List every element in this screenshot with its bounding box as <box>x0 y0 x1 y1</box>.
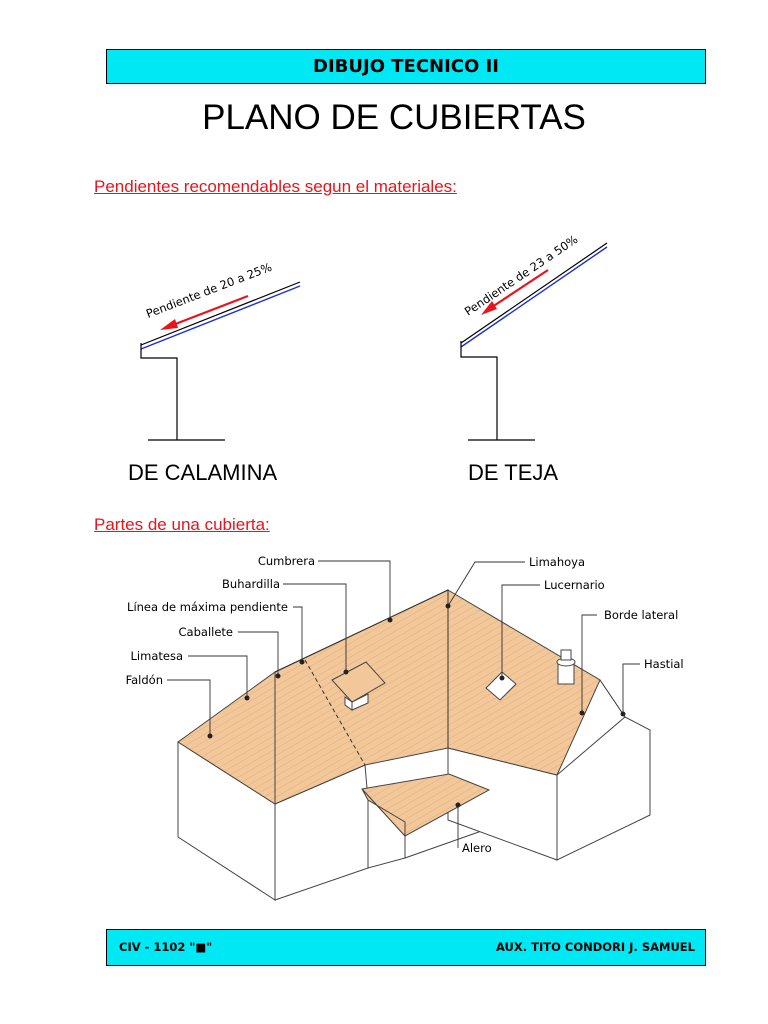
roof-lines <box>274 589 626 766</box>
dormer <box>331 661 386 711</box>
label-limahoya: Limahoya <box>529 555 585 569</box>
label-lucernario: Lucernario <box>544 578 605 592</box>
callout-leaders <box>167 560 640 848</box>
label-alero: Alero <box>462 841 492 855</box>
roof-right-wing <box>447 589 601 776</box>
section-heading-parts: Partes de una cubierta: <box>94 515 270 534</box>
label-caballete: Caballete <box>179 625 233 639</box>
porch-roof <box>361 773 491 838</box>
callout-dots <box>207 603 626 808</box>
course-banner: DIBUJO TECNICO II <box>106 49 706 84</box>
callout-labels: Cumbrera Buhardilla Línea de máxima pend… <box>126 554 684 855</box>
caption-teja: DE TEJA <box>468 460 559 485</box>
chimney-icon <box>556 649 576 685</box>
caption-calamina: DE CALAMINA <box>128 460 278 485</box>
footer-banner: CIV - 1102 "■" AUX. TITO CONDORI J. SAMU… <box>106 929 706 966</box>
course-title: DIBUJO TECNICO II <box>313 56 499 77</box>
page-title: PLANO DE CUBIERTAS <box>202 98 586 137</box>
label-buhardilla: Buhardilla <box>222 577 280 591</box>
label-linea-maxima: Línea de máxima pendiente <box>127 600 288 614</box>
label-borde-lateral: Borde lateral <box>604 608 678 622</box>
section-heading-slopes: Pendientes recomendables segun el materi… <box>94 177 457 196</box>
label-hastial: Hastial <box>644 657 684 671</box>
footer-course-code: CIV - 1102 "■" <box>119 940 213 954</box>
footer-author: AUX. TITO CONDORI J. SAMUEL <box>496 940 695 954</box>
label-cumbrera: Cumbrera <box>258 554 315 568</box>
label-limatesa: Limatesa <box>131 649 183 663</box>
skylight <box>485 671 517 701</box>
label-faldon: Faldón <box>126 673 163 687</box>
